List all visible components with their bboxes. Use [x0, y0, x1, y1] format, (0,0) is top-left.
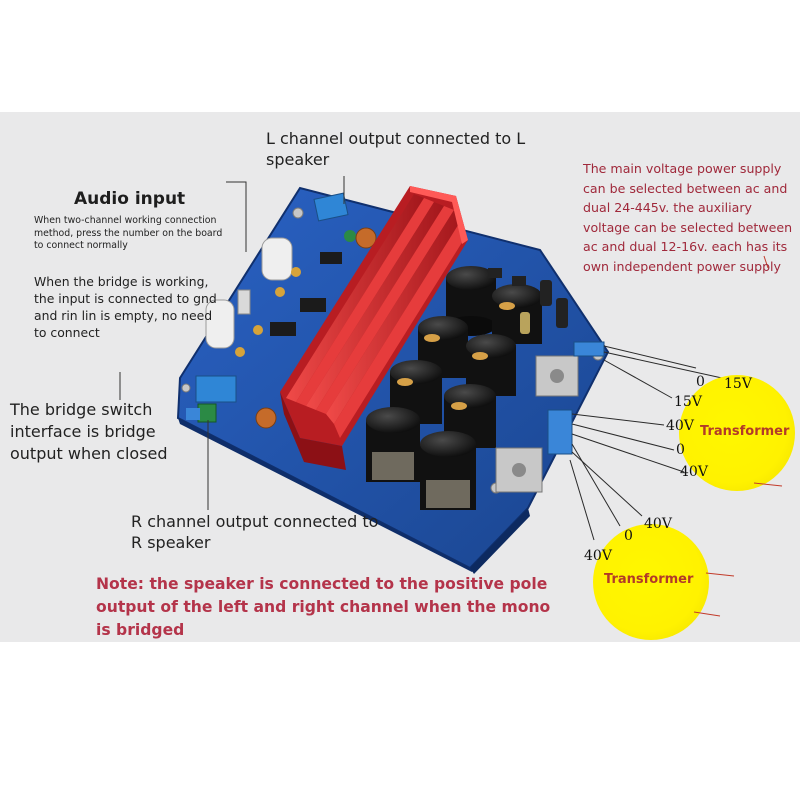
- top-transformer-voltage: 40V: [680, 464, 708, 480]
- r-channel-label: R channel output connected to R speaker: [131, 512, 379, 552]
- top-transformer-voltage: 0: [696, 374, 705, 390]
- bottom-transformer-label: Transformer: [604, 572, 694, 587]
- capacitor: [420, 431, 476, 510]
- transformer-wires: [569, 345, 723, 541]
- transformer-top: [679, 375, 795, 491]
- audio-input-bridge-note: When the bridge is working, the input is…: [34, 274, 217, 340]
- top-transformer-voltage: 15V: [724, 376, 752, 392]
- transformer-bottom: [593, 524, 709, 640]
- callout-lines: [119, 176, 345, 510]
- top-transformer-label: Transformer: [700, 424, 790, 439]
- bridge-switch-label: The bridge switch interface is bridge ou…: [10, 400, 168, 463]
- power-supply-note: The main voltage power supply can be sel…: [583, 161, 793, 274]
- red-marks: [693, 255, 783, 617]
- audio-input-description: When two-channel working connection meth…: [34, 215, 223, 251]
- power-terminals: [186, 341, 605, 455]
- bridge-mono-note: Note: the speaker is connected to the po…: [96, 575, 551, 639]
- bottom-transformer-voltage: 40V: [584, 548, 612, 564]
- small-capacitors: [488, 268, 568, 334]
- top-transformer-voltage: 15V: [674, 394, 702, 410]
- bottom-transformer-voltage: 0: [624, 528, 633, 544]
- filter-capacitors: [366, 266, 542, 510]
- red-heatsink: [280, 186, 468, 470]
- bottom-transformer-voltage: 40V: [644, 516, 672, 532]
- input-components: [195, 192, 377, 429]
- capacitor: [366, 407, 420, 482]
- heatsink-fins: [286, 194, 466, 438]
- l-channel-label: L channel output connected to L speaker: [266, 129, 526, 169]
- top-transformer-voltage: 0: [676, 442, 685, 458]
- bridge-rectifier: [495, 355, 579, 493]
- audio-input-title: Audio input: [74, 189, 186, 209]
- top-transformer-voltage: 40V: [666, 418, 694, 434]
